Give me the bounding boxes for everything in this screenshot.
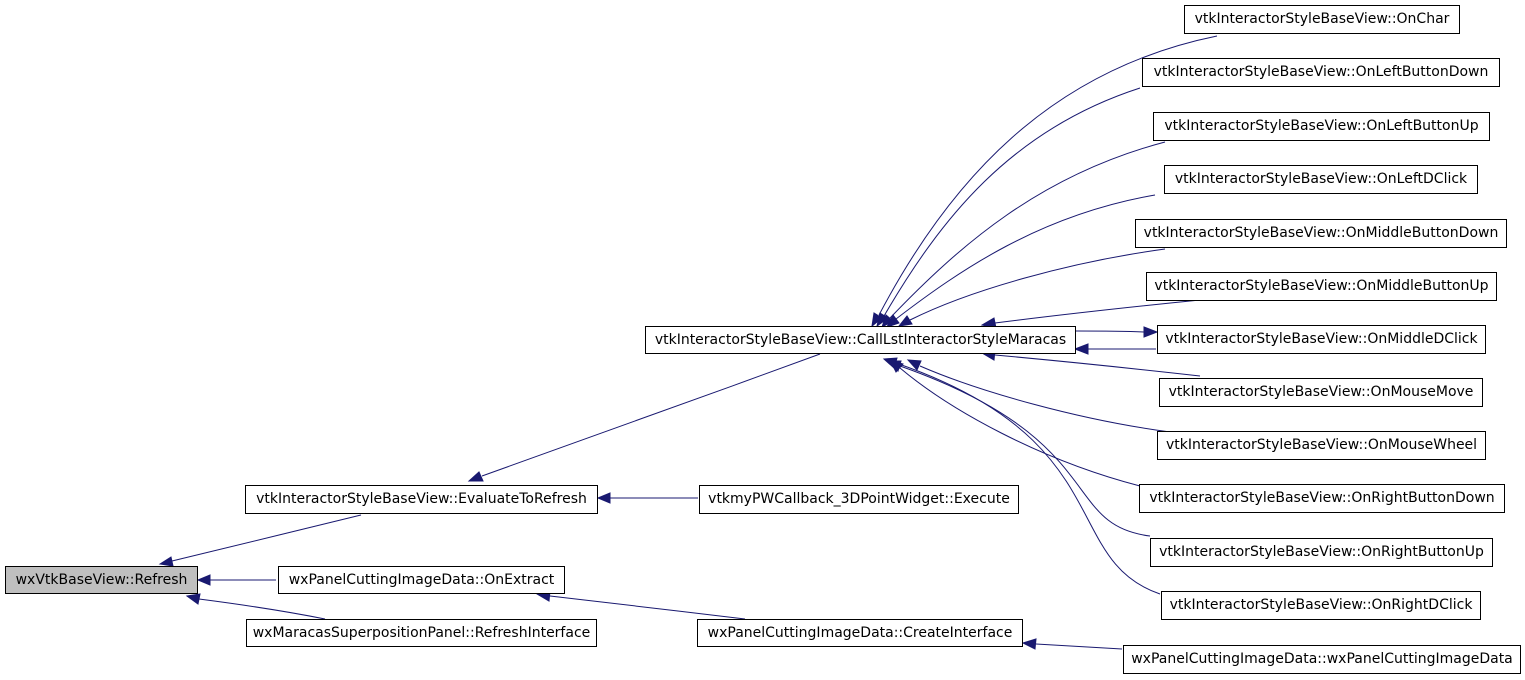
node-onmiddledclick-label: vtkInteractorStyleBaseView::OnMiddleDCli… xyxy=(1165,331,1478,347)
node-onrightdown[interactable]: vtkInteractorStyleBaseView::OnRightButto… xyxy=(1139,484,1505,513)
node-onmousewheel-label: vtkInteractorStyleBaseView::OnMouseWheel xyxy=(1166,437,1477,453)
node-onrightdown-label: vtkInteractorStyleBaseView::OnRightButto… xyxy=(1149,490,1494,506)
node-onmiddledown-label: vtkInteractorStyleBaseView::OnMiddleButt… xyxy=(1144,225,1499,241)
edge-onmiddledclick-to-calllst-arrowhead xyxy=(1073,343,1089,355)
node-onmiddledclick[interactable]: vtkInteractorStyleBaseView::OnMiddleDCli… xyxy=(1157,325,1486,354)
node-refreshinterface-box xyxy=(246,619,597,647)
edge-ctor-to-createinterface-arrowhead xyxy=(1021,638,1037,650)
node-refresh-box xyxy=(5,566,198,594)
node-onleftdclick-box xyxy=(1164,165,1478,194)
node-onleftdown[interactable]: vtkInteractorStyleBaseView::OnLeftButton… xyxy=(1142,58,1500,87)
node-onleftup[interactable]: vtkInteractorStyleBaseView::OnLeftButton… xyxy=(1153,112,1490,141)
node-createinterface-label: wxPanelCuttingImageData::CreateInterface xyxy=(708,625,1013,641)
node-onchar-box xyxy=(1184,5,1460,34)
edge-evaluate-to-refresh-arrowhead xyxy=(158,556,174,567)
node-onrightup-label: vtkInteractorStyleBaseView::OnRightButto… xyxy=(1159,544,1484,560)
edge-onmiddledown-to-calllst xyxy=(909,248,1166,321)
node-onextract-box xyxy=(278,566,565,594)
node-createinterface[interactable]: wxPanelCuttingImageData::CreateInterface xyxy=(697,619,1023,647)
edge-onmousewheel-to-calllst xyxy=(919,365,1171,433)
edge-onchar-to-calllst xyxy=(878,35,1218,316)
edge-onmousewheel-to-calllst-arrowhead xyxy=(906,359,922,371)
edge-onleftdclick-to-calllst-arrowhead xyxy=(886,314,900,328)
node-evaluate[interactable]: vtkInteractorStyleBaseView::EvaluateToRe… xyxy=(245,485,598,514)
node-onmousewheel[interactable]: vtkInteractorStyleBaseView::OnMouseWheel xyxy=(1157,431,1486,460)
node-refresh-label: wxVtkBaseView::Refresh xyxy=(16,572,188,588)
edge-onchar-to-calllst-arrowhead xyxy=(871,312,883,328)
edge-onmiddledown-to-calllst-arrowhead xyxy=(897,315,913,327)
node-calllst-label: vtkInteractorStyleBaseView::CallLstInter… xyxy=(655,332,1066,348)
node-onleftdclick[interactable]: vtkInteractorStyleBaseView::OnLeftDClick xyxy=(1164,165,1478,194)
edge-calllst-to-evaluate-arrowhead xyxy=(467,471,484,482)
edges-layer xyxy=(158,35,1218,650)
node-evaluate-box xyxy=(245,485,598,514)
node-onrightdown-box xyxy=(1139,484,1505,513)
node-ctor[interactable]: wxPanelCuttingImageData::wxPanelCuttingI… xyxy=(1123,645,1521,674)
node-execute[interactable]: vtkmyPWCallback_3DPointWidget::Execute xyxy=(699,485,1019,514)
node-onrightup-box xyxy=(1150,538,1493,567)
node-onchar[interactable]: vtkInteractorStyleBaseView::OnChar xyxy=(1184,5,1460,34)
node-calllst-box xyxy=(645,326,1076,354)
edge-onleftdown-to-calllst xyxy=(883,87,1141,317)
edge-createinterface-to-onextract xyxy=(549,595,746,620)
edge-onrightdown-to-calllst xyxy=(899,367,1141,487)
node-onleftdclick-label: vtkInteractorStyleBaseView::OnLeftDClick xyxy=(1175,171,1468,187)
node-onleftup-label: vtkInteractorStyleBaseView::OnLeftButton… xyxy=(1164,118,1478,134)
node-refresh[interactable]: wxVtkBaseView::Refresh xyxy=(5,566,198,594)
node-onchar-label: vtkInteractorStyleBaseView::OnChar xyxy=(1195,11,1450,27)
node-ctor-box xyxy=(1123,645,1521,674)
node-onmiddleup-label: vtkInteractorStyleBaseView::OnMiddleButt… xyxy=(1154,278,1488,294)
node-onmousemove[interactable]: vtkInteractorStyleBaseView::OnMouseMove xyxy=(1159,378,1483,407)
edge-onmiddleup-to-calllst xyxy=(994,299,1201,324)
node-refreshinterface[interactable]: wxMaracasSuperpositionPanel::RefreshInte… xyxy=(246,619,597,647)
edge-calllst-to-onmiddledclick xyxy=(1075,330,1145,333)
edge-onleftup-to-calllst-arrowhead xyxy=(881,314,894,329)
edge-onextract-to-refresh-arrowhead xyxy=(196,574,211,586)
node-onrightdclick-label: vtkInteractorStyleBaseView::OnRightDClic… xyxy=(1170,597,1474,613)
nodes-layer: wxVtkBaseView::Refresh vtkInteractorStyl… xyxy=(5,5,1521,674)
edge-onleftup-to-calllst xyxy=(889,141,1166,319)
edge-calllst-to-evaluate xyxy=(481,353,821,477)
node-onmousemove-label: vtkInteractorStyleBaseView::OnMouseMove xyxy=(1169,384,1474,400)
node-onmiddledclick-box xyxy=(1157,325,1486,354)
node-onrightdclick[interactable]: vtkInteractorStyleBaseView::OnRightDClic… xyxy=(1161,591,1481,620)
node-onrightup[interactable]: vtkInteractorStyleBaseView::OnRightButto… xyxy=(1150,538,1493,567)
node-calllst[interactable]: vtkInteractorStyleBaseView::CallLstInter… xyxy=(645,326,1076,354)
node-onextract[interactable]: wxPanelCuttingImageData::OnExtract xyxy=(278,566,565,594)
edge-calllst-to-onmiddledclick-arrowhead xyxy=(1143,326,1159,338)
edge-onleftdclick-to-calllst xyxy=(895,194,1156,320)
node-onmiddledown[interactable]: vtkInteractorStyleBaseView::OnMiddleButt… xyxy=(1135,219,1507,248)
node-onmiddleup-box xyxy=(1146,272,1497,301)
edge-onmousemove-to-calllst xyxy=(994,354,1201,377)
edge-onleftdown-to-calllst-arrowhead xyxy=(876,312,889,328)
node-createinterface-box xyxy=(697,619,1023,647)
edge-onrightdclick-to-calllst xyxy=(895,362,1161,595)
node-onmiddleup[interactable]: vtkInteractorStyleBaseView::OnMiddleButt… xyxy=(1146,272,1497,301)
node-execute-label: vtkmyPWCallback_3DPointWidget::Execute xyxy=(708,491,1010,507)
node-onrightdclick-box xyxy=(1161,591,1481,620)
edge-refreshinterface-to-refresh xyxy=(198,598,326,620)
edge-execute-to-evaluate-arrowhead xyxy=(596,492,611,504)
node-onleftup-box xyxy=(1153,112,1490,141)
node-evaluate-label: vtkInteractorStyleBaseView::EvaluateToRe… xyxy=(256,491,587,507)
node-onmousemove-box xyxy=(1159,378,1483,407)
node-onmousewheel-box xyxy=(1157,431,1486,460)
node-execute-box xyxy=(699,485,1019,514)
node-onleftdown-label: vtkInteractorStyleBaseView::OnLeftButton… xyxy=(1154,64,1489,80)
edge-onrightdclick-to-calllst-arrowhead xyxy=(882,357,898,369)
node-refreshinterface-label: wxMaracasSuperpositionPanel::RefreshInte… xyxy=(253,625,591,641)
node-ctor-label: wxPanelCuttingImageData::wxPanelCuttingI… xyxy=(1131,651,1513,667)
node-onextract-label: wxPanelCuttingImageData::OnExtract xyxy=(289,572,555,588)
edge-refreshinterface-to-refresh-arrowhead xyxy=(185,593,201,605)
node-onleftdown-box xyxy=(1142,58,1500,87)
edge-evaluate-to-refresh xyxy=(171,514,362,562)
node-onmiddledown-box xyxy=(1135,219,1507,248)
edge-ctor-to-createinterface xyxy=(1035,643,1123,650)
